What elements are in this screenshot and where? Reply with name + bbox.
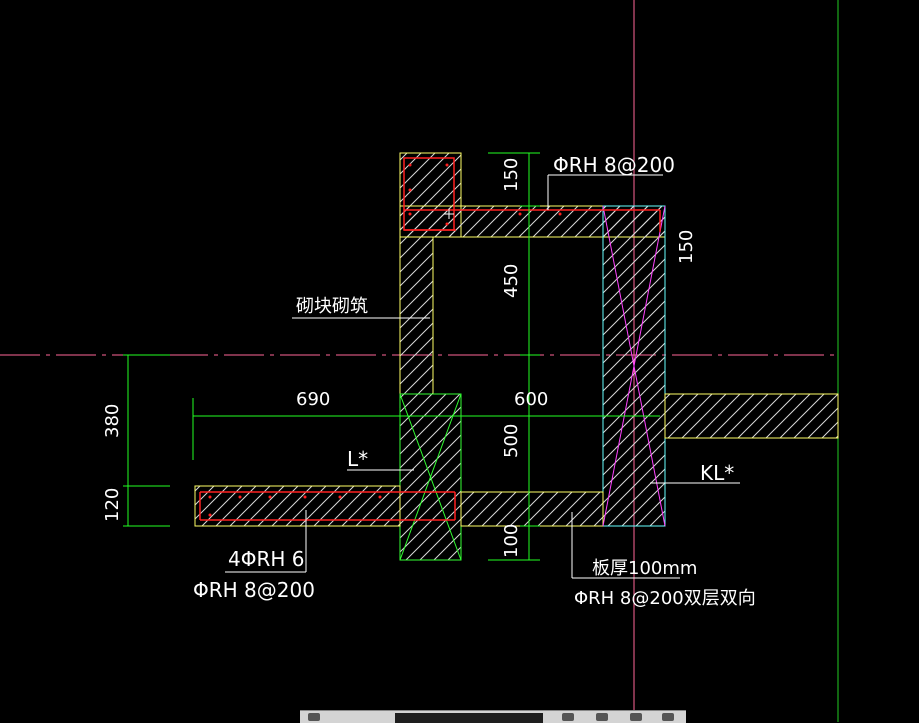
bottom-slab-middle	[460, 491, 604, 527]
rebar-bottom-label: ΦRH 8@200	[193, 578, 315, 602]
slab-thickness-label: 板厚100mm	[592, 558, 697, 579]
toolbar-icon[interactable]	[596, 713, 608, 721]
leader-lines	[225, 174, 740, 579]
dim-450: 450	[501, 264, 522, 298]
toolbar-icon[interactable]	[562, 713, 574, 721]
dim-120: 120	[102, 488, 123, 522]
rebar	[199, 157, 661, 521]
rebar-top-label: ΦRH 8@200	[553, 153, 675, 177]
toolbar-icon[interactable]	[308, 713, 320, 721]
dim-150-top: 150	[501, 158, 522, 192]
toolbar-icon[interactable]	[662, 713, 674, 721]
rebar-long-label: 4ΦRH 6	[228, 547, 304, 571]
dim-690: 690	[296, 389, 330, 410]
crosshair-cursor-icon	[444, 209, 454, 219]
dim-100: 100	[501, 524, 522, 558]
dim-600: 600	[514, 389, 548, 410]
structure-members	[194, 152, 839, 561]
status-bar	[300, 710, 686, 723]
rebar-dots	[208, 163, 562, 517]
beam-label: KL*	[700, 461, 734, 485]
slab-rebar-label: ΦRH 8@200双层双向	[574, 588, 756, 609]
dim-380: 380	[102, 404, 123, 438]
right-slab	[664, 393, 839, 439]
toolbar-icon[interactable]	[630, 713, 642, 721]
masonry-label: 砌块砌筑	[296, 296, 368, 317]
taskbar-tab[interactable]	[395, 713, 543, 723]
dim-500: 500	[501, 424, 522, 458]
dim-150-right: 150	[676, 230, 697, 264]
masonry-wall	[399, 236, 434, 395]
dimension-lines	[123, 152, 660, 561]
lintel-label: L*	[347, 447, 368, 471]
